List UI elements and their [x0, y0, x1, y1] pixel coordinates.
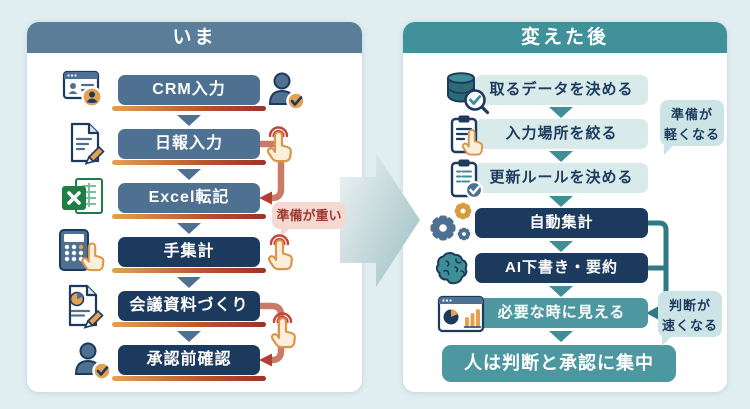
tap-hand-icon	[270, 312, 296, 349]
database-magnifier-icon	[447, 72, 490, 115]
down-arrow	[177, 169, 201, 180]
callout-tail	[281, 226, 292, 237]
step-underline	[112, 376, 266, 381]
step-box-auto-tally: 自動集計	[475, 208, 648, 238]
clipboard-check-icon	[450, 159, 484, 200]
pain-callout-text: 準備が重い	[276, 208, 342, 223]
down-arrow	[177, 115, 201, 126]
before-panel-title: いま	[172, 27, 217, 48]
dashboard-icon	[437, 295, 485, 333]
step-underline	[112, 322, 266, 327]
crm-browser-icon	[62, 70, 103, 108]
step-label: 取るデータを決める	[489, 81, 634, 98]
document-chart-pencil-icon	[68, 284, 104, 329]
callout-line: 判断が	[668, 298, 711, 313]
calculator-hand-icon	[59, 229, 105, 272]
step-underline	[112, 106, 266, 111]
step-label: 会議資料づくり	[129, 297, 249, 314]
step-label: 承認前確認	[146, 351, 232, 368]
step-label: 更新ルールを決める	[489, 169, 634, 186]
down-arrow	[549, 241, 573, 252]
step-label: AI下書き・要約	[504, 259, 618, 276]
step-underline	[112, 160, 266, 165]
pain-callout: 準備が重い	[272, 202, 346, 237]
step-box-narrow-input: 入力場所を絞る	[475, 119, 648, 149]
benefit-callout-faster-judgment: 判断が 速くなる	[658, 291, 722, 346]
callout-tail	[664, 143, 676, 155]
step-label: 入力場所を絞る	[505, 125, 618, 142]
step-box-daily-report: 日報入力	[118, 129, 260, 159]
step-label: 自動集計	[529, 214, 594, 231]
down-arrow	[549, 196, 573, 207]
document-pencil-icon	[70, 122, 105, 165]
tap-hand-icon	[266, 126, 292, 163]
step-box-crm-input: CRM入力	[118, 75, 260, 105]
after-panel-title: 変えた後	[520, 27, 609, 48]
step-underline	[112, 214, 266, 219]
gears-icon	[430, 202, 472, 241]
callout-tail	[662, 334, 674, 346]
down-arrow	[549, 286, 573, 297]
step-box-manual-tally: 手集計	[118, 237, 260, 267]
step-box-preapproval-check: 承認前確認	[118, 345, 260, 375]
excel-icon	[62, 178, 103, 214]
down-arrow	[177, 331, 201, 342]
step-underline	[112, 268, 266, 273]
down-arrow	[549, 151, 573, 162]
conclusion-box: 人は判断と承認に集中	[442, 345, 676, 382]
step-label: 手集計	[163, 243, 215, 260]
person-check-icon	[268, 72, 306, 111]
clipboard-hand-icon	[450, 115, 484, 156]
down-arrow	[549, 331, 573, 342]
step-label: 必要な時に見える	[497, 304, 626, 321]
step-label: 日報入力	[154, 135, 223, 152]
callout-line: 軽くなる	[663, 126, 720, 142]
step-box-visible-when-needed: 必要な時に見える	[475, 298, 648, 328]
callout-line: 準備が	[670, 107, 713, 122]
person-check-icon	[74, 342, 112, 381]
conclusion-text: 人は判断と承認に集中	[464, 353, 654, 373]
down-arrow	[177, 277, 201, 288]
down-arrow	[177, 223, 201, 234]
tap-hand-icon	[267, 234, 293, 271]
before-panel-header: いま	[27, 22, 362, 53]
after-panel-header: 変えた後	[403, 22, 727, 53]
step-box-update-rules: 更新ルールを決める	[475, 163, 648, 193]
step-box-meeting-docs: 会議資料づくり	[118, 291, 260, 321]
step-box-excel-copy: Excel転記	[118, 183, 260, 213]
callout-line: 速くなる	[661, 317, 718, 333]
step-label: CRM入力	[152, 81, 226, 98]
benefit-callout-lighter-prep: 準備が 軽くなる	[660, 100, 724, 155]
down-arrow	[549, 107, 573, 118]
step-box-decide-data: 取るデータを決める	[475, 75, 648, 105]
step-label: Excel転記	[148, 189, 230, 206]
step-box-ai-draft: AI下書き・要約	[475, 253, 648, 283]
brain-icon	[435, 252, 468, 285]
